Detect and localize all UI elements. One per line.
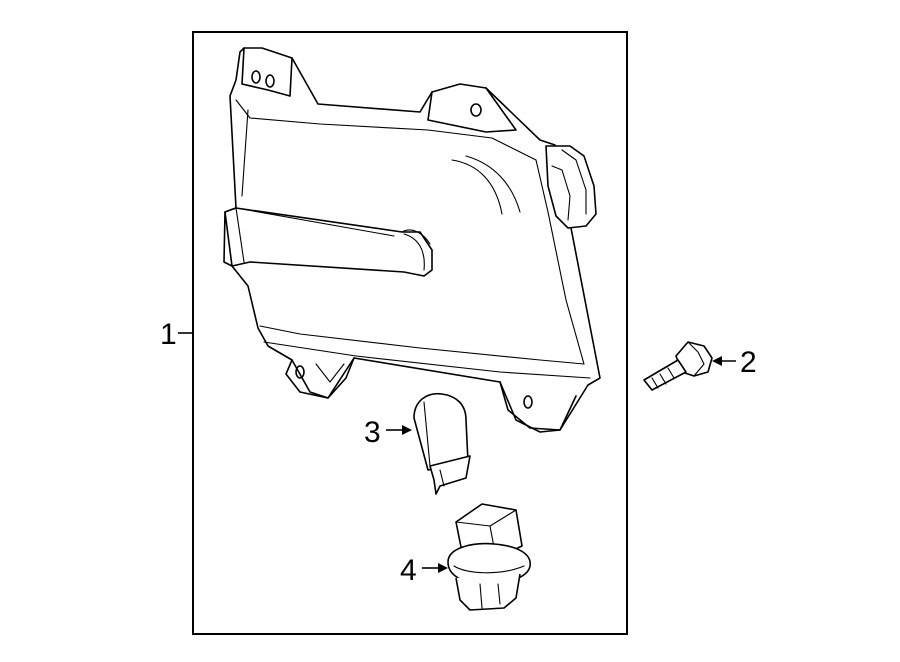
top-left-tab (241, 47, 293, 97)
lamp-assembly[interactable] (223, 47, 601, 433)
bulb[interactable] (413, 392, 471, 495)
callout-3[interactable]: 3 (364, 416, 412, 449)
light-bar (224, 207, 433, 277)
bulb-glass-line (423, 401, 431, 467)
bulb-base (429, 455, 471, 495)
top-left-hole-b (265, 74, 275, 88)
lower-rim-2 (263, 341, 591, 379)
socket-body (455, 573, 521, 611)
callout-1[interactable]: 1 (160, 318, 193, 351)
socket-tab (497, 583, 501, 605)
top-right-hole (470, 103, 482, 117)
top-left-hole-a (251, 70, 261, 84)
callout-3-label: 3 (364, 416, 381, 449)
connector-detail (561, 149, 587, 215)
socket-flange-inner (453, 565, 525, 574)
bottom-right-tab (499, 381, 577, 431)
screw-thread-3 (667, 367, 675, 379)
bulb-glass (413, 392, 469, 471)
bulb-base-line (439, 469, 445, 487)
bottom-left-tab (285, 357, 355, 399)
lens-curve-a (451, 159, 503, 215)
screw-thread-2 (659, 373, 667, 385)
callout-2[interactable]: 2 (712, 346, 757, 379)
lens-curve-b (465, 155, 521, 213)
bottom-right-hole (523, 395, 533, 409)
callout-4-label: 4 (400, 554, 417, 587)
top-right-tab (427, 87, 517, 133)
light-bar-top (235, 207, 395, 237)
bottom-left-hole (295, 365, 305, 379)
screw-shank (643, 359, 687, 391)
screw-head-face (687, 341, 705, 377)
right-edge (535, 159, 585, 365)
upper-rim-2 (241, 109, 249, 197)
callout-4[interactable]: 4 (400, 554, 448, 587)
bottom-left-tab-inner (315, 363, 345, 383)
callout-3-arrowhead (402, 425, 412, 435)
light-bar-edge (235, 207, 245, 263)
bulb-socket[interactable] (447, 503, 531, 611)
lower-rim (259, 325, 585, 365)
connector-detail-b (551, 165, 571, 221)
socket-body-line (479, 583, 483, 609)
callout-2-label: 2 (740, 346, 757, 379)
light-bar-curl (403, 233, 425, 271)
light-bar-curl-b (401, 229, 431, 245)
mounting-screw[interactable] (643, 341, 713, 391)
callout-4-arrowhead (438, 563, 448, 573)
callout-2-arrowhead (712, 356, 722, 366)
connector-body (545, 145, 597, 229)
screw-thread-1 (651, 377, 659, 389)
callout-1-label: 1 (160, 318, 177, 351)
